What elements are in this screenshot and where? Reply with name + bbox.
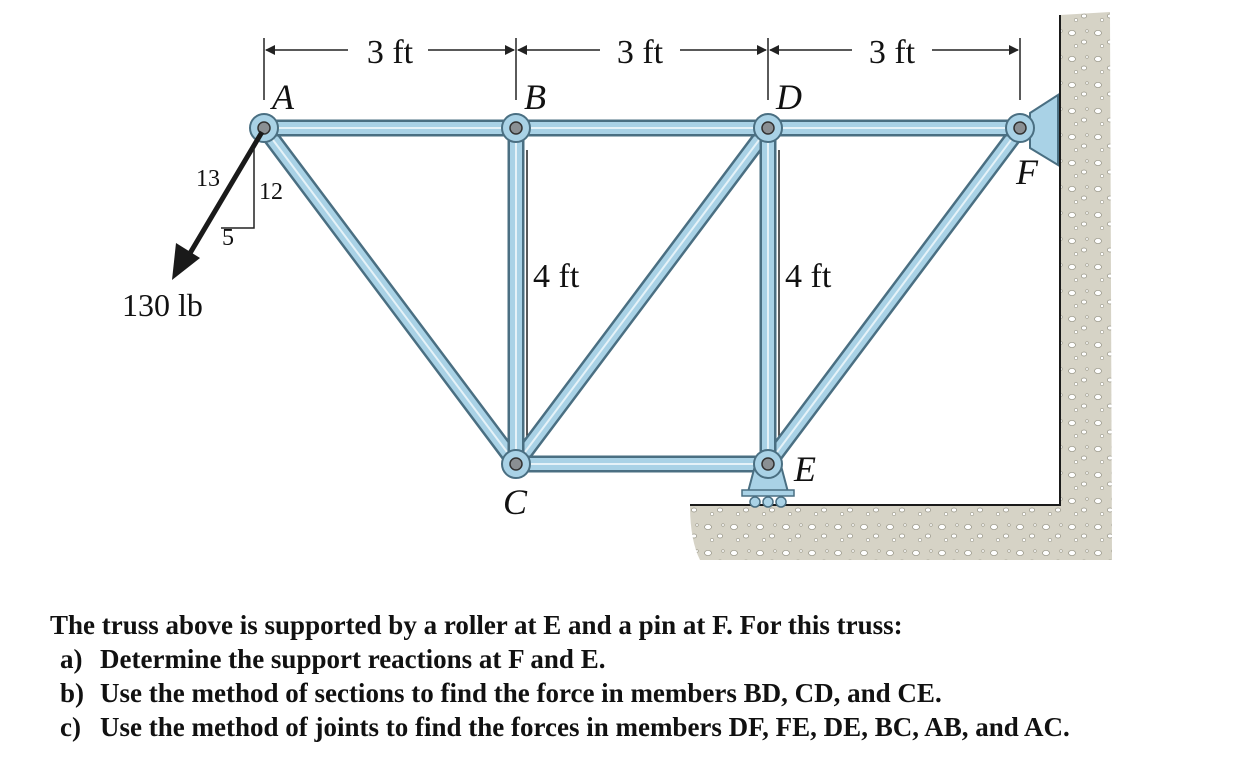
support-ground xyxy=(690,12,1112,560)
slope-triangle xyxy=(221,148,255,229)
problem-intro: The truss above is supported by a roller… xyxy=(50,610,903,640)
dim-label-df: 3 ft xyxy=(869,34,916,71)
problem-task-list: a) Determine the support reactions at F a… xyxy=(50,642,1250,744)
load-arrowhead xyxy=(172,243,200,280)
member-cd xyxy=(507,119,777,473)
roller-wheel-1 xyxy=(749,496,761,508)
member-ef xyxy=(759,119,1029,473)
wall-face-line xyxy=(690,15,1061,506)
pin-c xyxy=(501,449,531,479)
pin-f xyxy=(1005,113,1035,143)
slope-vert-label: 12 xyxy=(259,179,283,205)
load-arrow xyxy=(183,130,265,262)
roller-wheel-3 xyxy=(775,496,787,508)
truss-pins xyxy=(249,113,1035,479)
task-tag: b) xyxy=(60,678,85,708)
joint-label-f: F xyxy=(1015,152,1039,192)
pin-d xyxy=(753,113,783,143)
pin-e xyxy=(753,449,783,479)
applied-load xyxy=(172,130,265,280)
slope-horiz-label: 5 xyxy=(222,225,234,251)
joint-label-a: A xyxy=(270,77,295,117)
pin-a xyxy=(249,113,279,143)
joint-label-e: E xyxy=(793,449,816,489)
task-text: Use the method of joints to find the for… xyxy=(100,712,1070,742)
joint-label-d: D xyxy=(775,77,802,117)
dim-label-bd: 3 ft xyxy=(617,34,664,71)
task-tag: a) xyxy=(60,644,83,674)
joint-label-c: C xyxy=(503,482,528,522)
truss-members xyxy=(255,119,1029,473)
slope-hyp-label: 13 xyxy=(196,166,220,192)
task-item: a) Determine the support reactions at F a… xyxy=(60,642,1250,676)
problem-statement: The truss above is supported by a roller… xyxy=(50,608,1250,744)
truss-diagram: 3 ft 3 ft 3 ft A B D F C E 4 ft 4 ft xyxy=(122,12,1112,560)
dim-label-ab: 3 ft xyxy=(367,34,414,71)
load-magnitude-label: 130 lb xyxy=(122,287,203,323)
task-text: Determine the support reactions at F and… xyxy=(100,644,606,674)
height-label-bc: 4 ft xyxy=(533,258,580,295)
task-tag: c) xyxy=(60,712,81,742)
dimension-lines xyxy=(263,38,1021,450)
roller-plate xyxy=(741,489,795,497)
task-item: b) Use the method of sections to find the… xyxy=(60,676,1250,710)
roller-wheel-2 xyxy=(762,496,774,508)
task-text: Use the method of sections to find the f… xyxy=(100,678,942,708)
pin-b xyxy=(501,113,531,143)
joint-label-b: B xyxy=(524,77,546,117)
task-item: c) Use the method of joints to find the f… xyxy=(60,710,1250,744)
member-ac xyxy=(255,119,525,473)
height-label-de: 4 ft xyxy=(785,258,832,295)
